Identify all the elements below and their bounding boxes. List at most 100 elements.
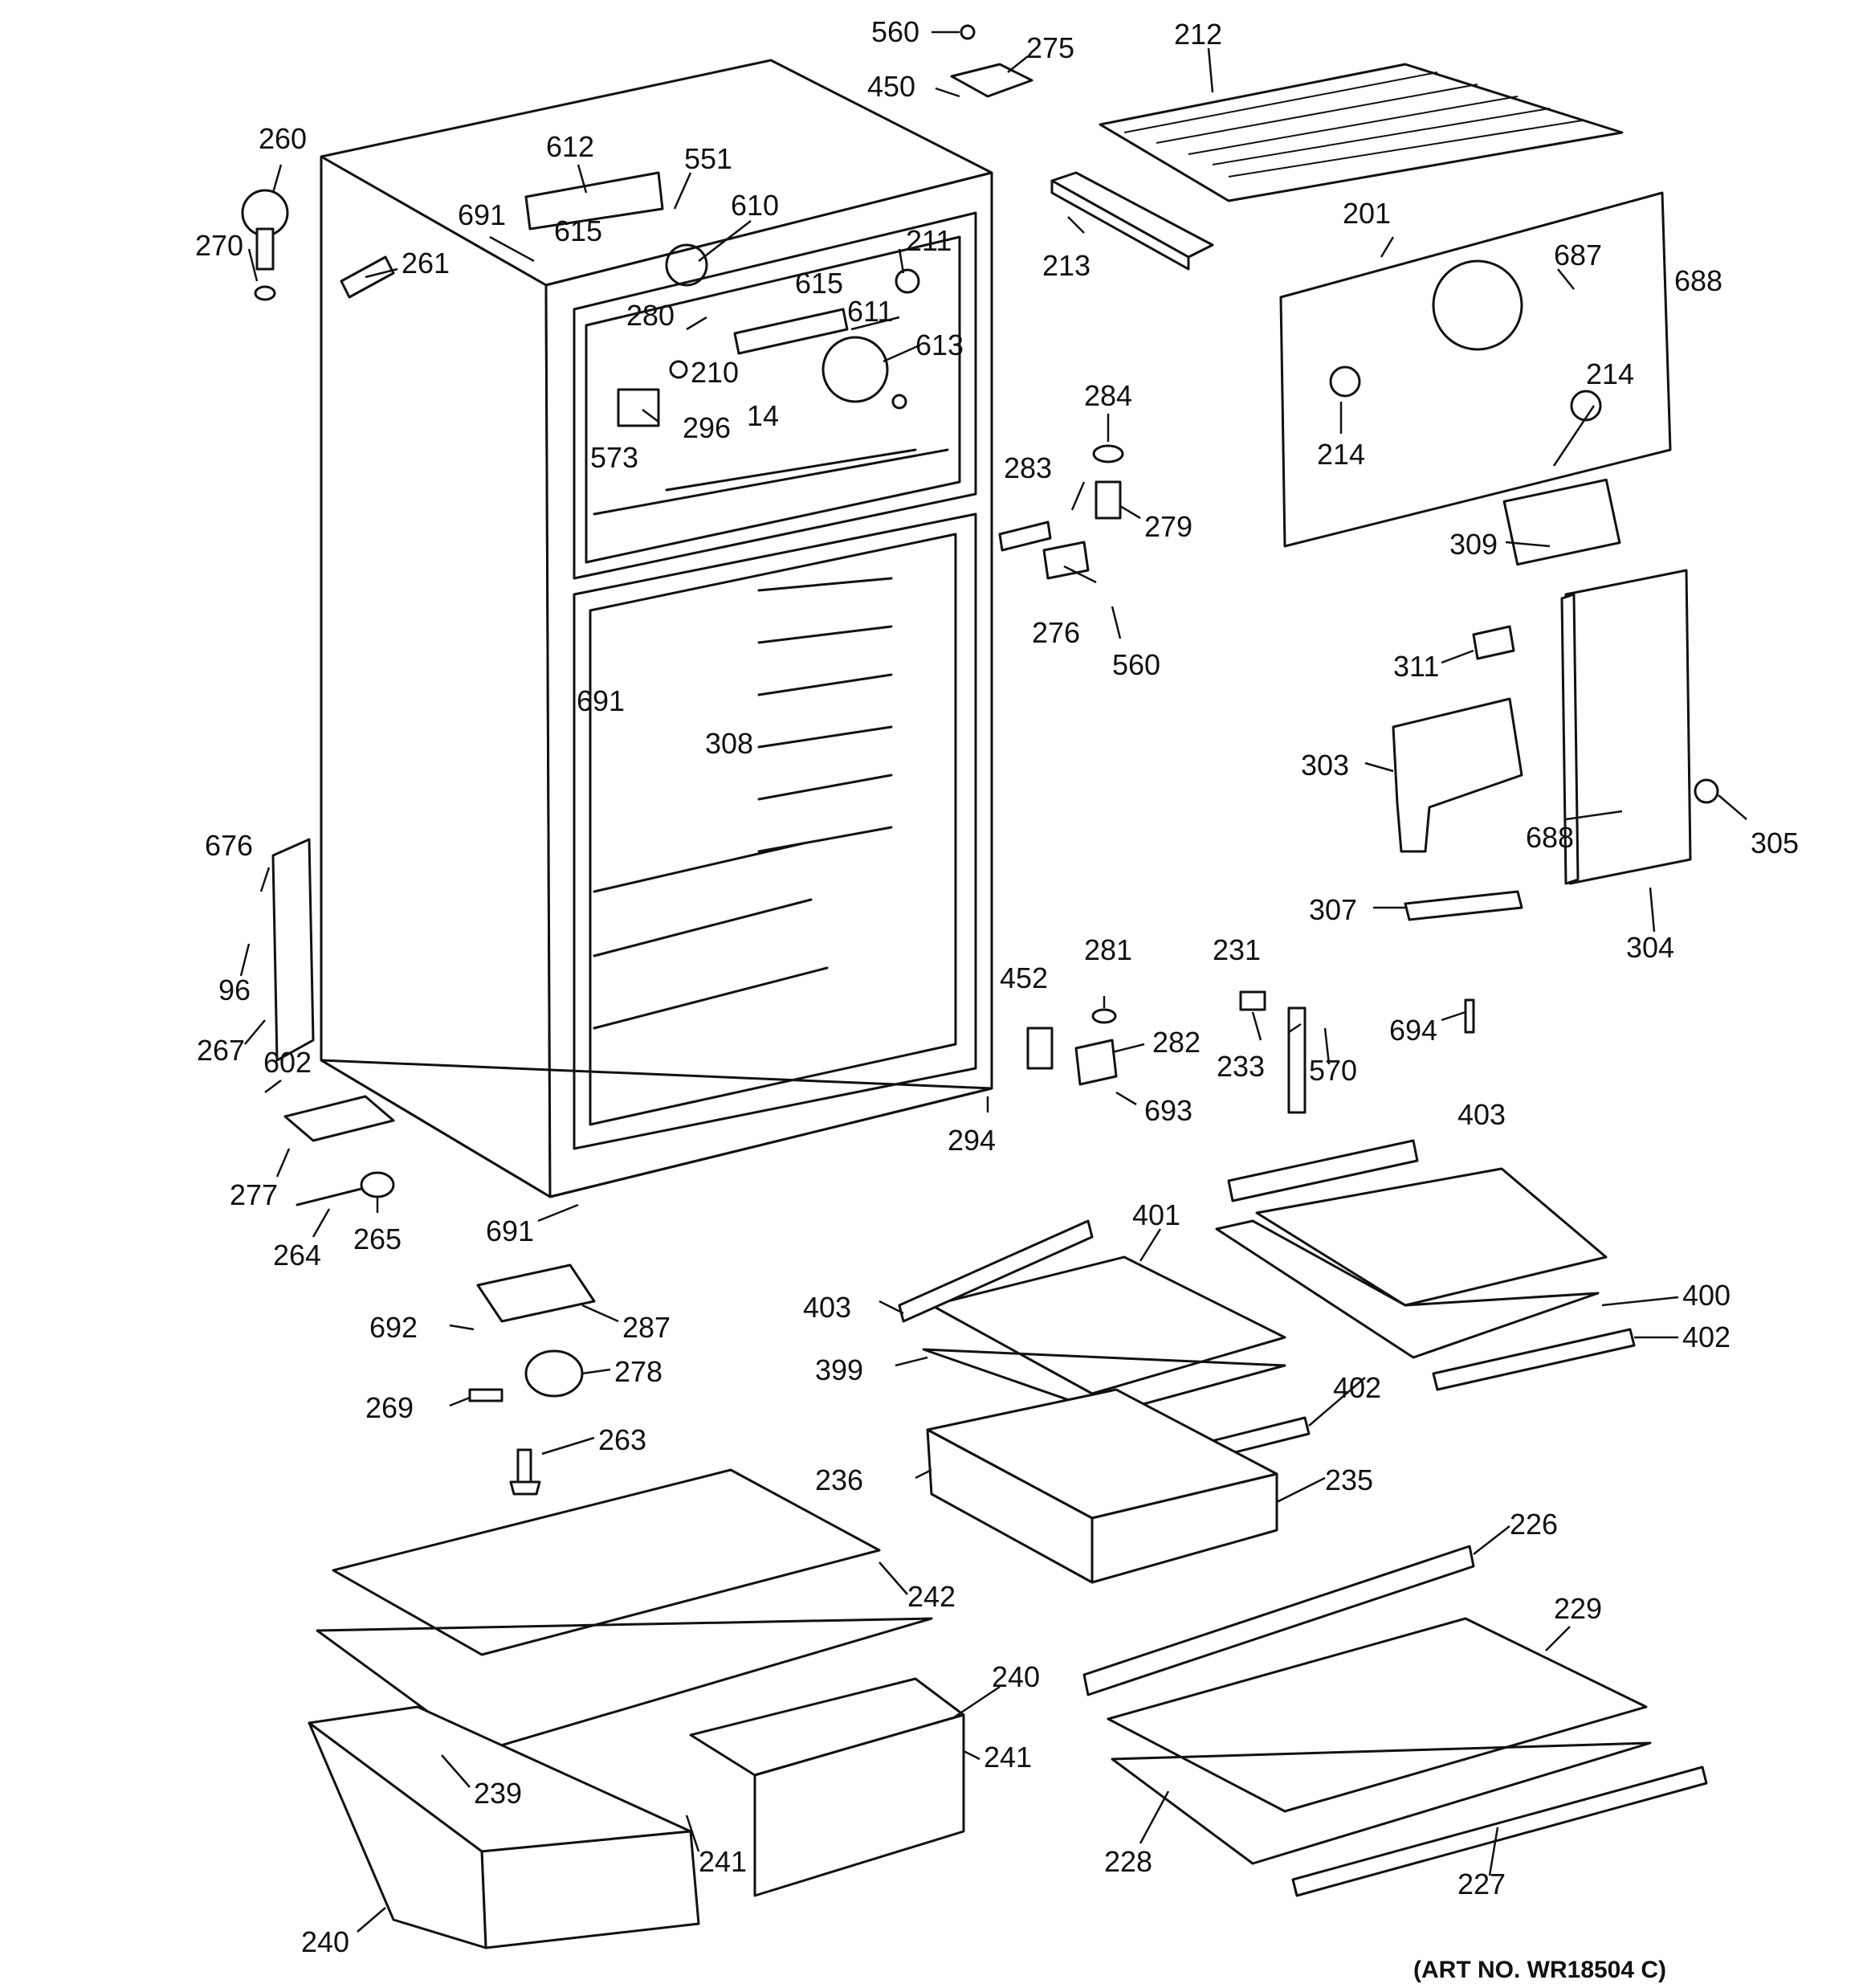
callout-214: 214 bbox=[1317, 438, 1365, 471]
callout-308: 308 bbox=[705, 727, 753, 760]
callout-213: 213 bbox=[1042, 249, 1090, 282]
callout-235: 235 bbox=[1325, 1463, 1373, 1496]
callout-676: 676 bbox=[205, 829, 253, 862]
callout-283: 283 bbox=[1004, 451, 1052, 484]
callout-560: 560 bbox=[871, 15, 919, 48]
callout-267: 267 bbox=[197, 1034, 245, 1067]
callout-228: 228 bbox=[1104, 1845, 1152, 1878]
shelf-trim-402-right bbox=[1432, 1328, 1636, 1391]
callout-287: 287 bbox=[622, 1311, 671, 1344]
callout-261: 261 bbox=[402, 247, 450, 280]
callout-687: 687 bbox=[1554, 239, 1602, 271]
callout-688: 688 bbox=[1526, 821, 1574, 854]
crisper-drawer-right bbox=[689, 1677, 965, 1897]
callout-403: 403 bbox=[803, 1291, 851, 1324]
callout-602: 602 bbox=[263, 1046, 312, 1079]
callout-615: 615 bbox=[795, 267, 843, 300]
callout-403: 403 bbox=[1457, 1098, 1506, 1131]
callout-242: 242 bbox=[907, 1580, 956, 1613]
callout-307: 307 bbox=[1309, 893, 1357, 926]
air-duct bbox=[1560, 569, 1692, 885]
callout-269: 269 bbox=[365, 1391, 414, 1424]
callout-231: 231 bbox=[1213, 933, 1261, 966]
callout-612: 612 bbox=[546, 130, 594, 163]
callout-276: 276 bbox=[1032, 616, 1080, 649]
callout-277: 277 bbox=[230, 1178, 278, 1211]
callout-304: 304 bbox=[1626, 931, 1674, 964]
callout-309: 309 bbox=[1449, 528, 1498, 561]
callout-452: 452 bbox=[1000, 961, 1048, 994]
callout-691: 691 bbox=[458, 198, 506, 231]
callout-615: 615 bbox=[554, 214, 602, 247]
callout-305: 305 bbox=[1751, 827, 1799, 859]
callout-14: 14 bbox=[747, 399, 779, 432]
callout-399: 399 bbox=[815, 1353, 863, 1386]
callout-226: 226 bbox=[1510, 1508, 1558, 1541]
callout-401: 401 bbox=[1132, 1198, 1180, 1231]
shelf-upper-right bbox=[1215, 1167, 1608, 1359]
callout-211: 211 bbox=[906, 224, 952, 257]
callout-282: 282 bbox=[1152, 1026, 1201, 1059]
callout-214: 214 bbox=[1586, 357, 1634, 390]
callout-212: 212 bbox=[1174, 18, 1222, 51]
crisper-drawer-left bbox=[308, 1705, 700, 1949]
callout-241: 241 bbox=[699, 1845, 747, 1878]
callout-693: 693 bbox=[1144, 1094, 1192, 1127]
callout-236: 236 bbox=[815, 1463, 863, 1496]
shelf-trim-403-right bbox=[1227, 1139, 1419, 1202]
callout-560: 560 bbox=[1112, 648, 1160, 681]
callout-233: 233 bbox=[1217, 1050, 1265, 1083]
shelf-lower-right bbox=[1082, 1545, 1708, 1897]
callout-229: 229 bbox=[1554, 1592, 1602, 1625]
callout-275: 275 bbox=[1026, 31, 1074, 64]
wire-shelf bbox=[1099, 63, 1624, 202]
callout-611: 611 bbox=[847, 295, 893, 328]
callout-240: 240 bbox=[992, 1660, 1040, 1693]
callout-278: 278 bbox=[614, 1355, 662, 1388]
callout-573: 573 bbox=[590, 441, 638, 474]
callout-270: 270 bbox=[195, 229, 243, 262]
leader-lines bbox=[239, 31, 1747, 1933]
callout-201: 201 bbox=[1343, 197, 1391, 230]
callout-239: 239 bbox=[474, 1777, 522, 1810]
callout-691: 691 bbox=[486, 1214, 534, 1247]
callout-402: 402 bbox=[1682, 1321, 1731, 1353]
callout-241: 241 bbox=[984, 1741, 1032, 1774]
hardware bbox=[241, 24, 1719, 1496]
callout-613: 613 bbox=[915, 329, 964, 361]
damper-control bbox=[1392, 697, 1523, 853]
art-number: (ART NO. WR18504 C) bbox=[1413, 1957, 1666, 1983]
cabinet bbox=[271, 59, 993, 1198]
meat-pan bbox=[926, 1388, 1278, 1584]
callout-labels: 560 275 212 450 260 612 551 610 691 615 … bbox=[195, 15, 1799, 1958]
callout-691: 691 bbox=[577, 684, 625, 717]
callout-96: 96 bbox=[218, 974, 251, 1006]
callout-280: 280 bbox=[626, 299, 675, 332]
callout-311: 311 bbox=[1393, 650, 1439, 683]
callout-402: 402 bbox=[1333, 1371, 1381, 1404]
crisper-cover bbox=[316, 1468, 933, 1753]
ice-tray bbox=[1050, 171, 1214, 271]
shelf-upper-left bbox=[922, 1255, 1286, 1415]
callout-570: 570 bbox=[1309, 1054, 1357, 1087]
rating-label bbox=[1502, 478, 1621, 566]
callout-265: 265 bbox=[353, 1223, 402, 1255]
callout-694: 694 bbox=[1389, 1014, 1437, 1047]
callout-281: 281 bbox=[1084, 933, 1132, 966]
callout-296: 296 bbox=[683, 411, 731, 444]
shelf-trim-403-left bbox=[898, 1219, 1094, 1323]
callout-284: 284 bbox=[1084, 379, 1132, 412]
callout-294: 294 bbox=[948, 1124, 996, 1157]
callout-264: 264 bbox=[273, 1239, 321, 1272]
callout-692: 692 bbox=[369, 1311, 418, 1344]
callout-688: 688 bbox=[1674, 264, 1722, 297]
callout-227: 227 bbox=[1457, 1868, 1506, 1900]
callout-240: 240 bbox=[301, 1925, 349, 1958]
callout-263: 263 bbox=[598, 1423, 646, 1456]
callout-279: 279 bbox=[1144, 510, 1192, 543]
evaporator-cover bbox=[1279, 191, 1672, 548]
callout-260: 260 bbox=[259, 122, 307, 155]
callout-450: 450 bbox=[867, 70, 915, 103]
callout-610: 610 bbox=[731, 189, 779, 222]
